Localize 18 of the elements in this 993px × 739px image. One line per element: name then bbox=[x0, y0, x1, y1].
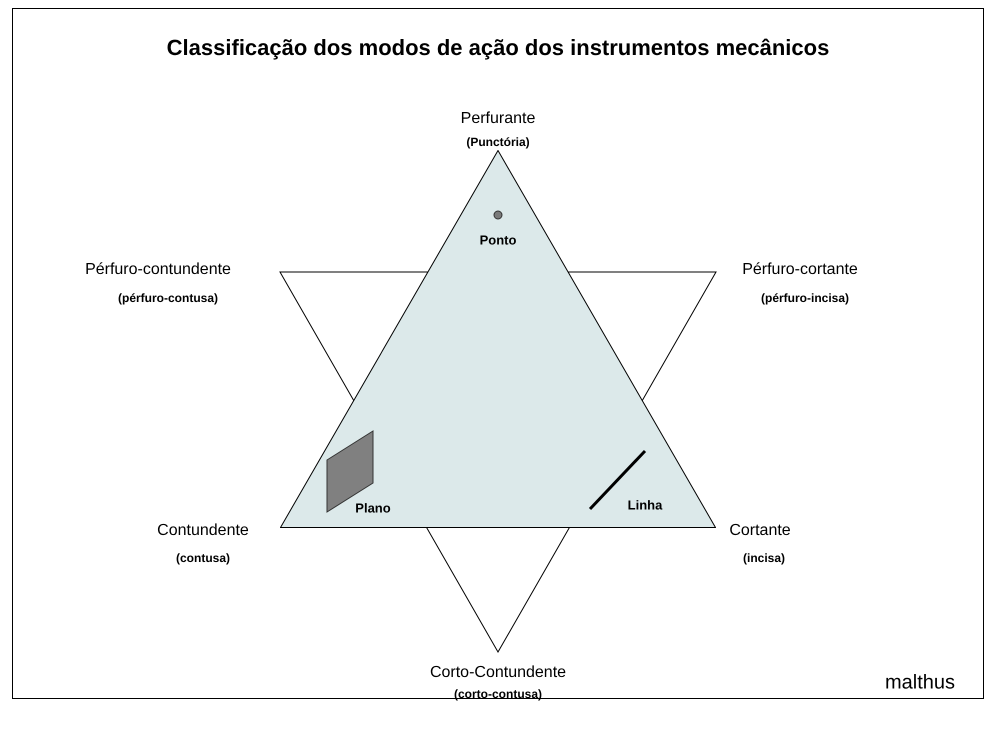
line-label: Linha bbox=[628, 498, 662, 512]
vertex-label: Corto-Contundente bbox=[430, 664, 566, 682]
vertex-sublabel: (contusa) bbox=[176, 551, 230, 565]
vertex-sublabel: (incisa) bbox=[743, 551, 785, 565]
vertex-sublabel: (pérfuro-incisa) bbox=[761, 291, 849, 305]
vertex-label: Contundente bbox=[157, 522, 249, 540]
plane-label: Plano bbox=[355, 500, 391, 516]
title: Classificação dos modos de ação dos instrumentos mecânicos bbox=[166, 35, 830, 61]
vertex-label: Perfurante bbox=[460, 110, 536, 128]
vertex-label: Cortante bbox=[729, 522, 791, 540]
vertex-label: Pérfuro-contundente bbox=[85, 261, 231, 279]
vertex-sublabel: (corto-contusa) bbox=[454, 687, 542, 701]
vertex-label: Pérfuro-cortante bbox=[742, 261, 858, 279]
triangle-shape bbox=[280, 150, 716, 528]
author-signature: malthus bbox=[884, 672, 956, 694]
vertex-sublabel: (Punctória) bbox=[466, 135, 530, 149]
vertex-sublabel: (pérfuro-contusa) bbox=[118, 291, 218, 305]
point-label: Ponto bbox=[480, 232, 516, 248]
